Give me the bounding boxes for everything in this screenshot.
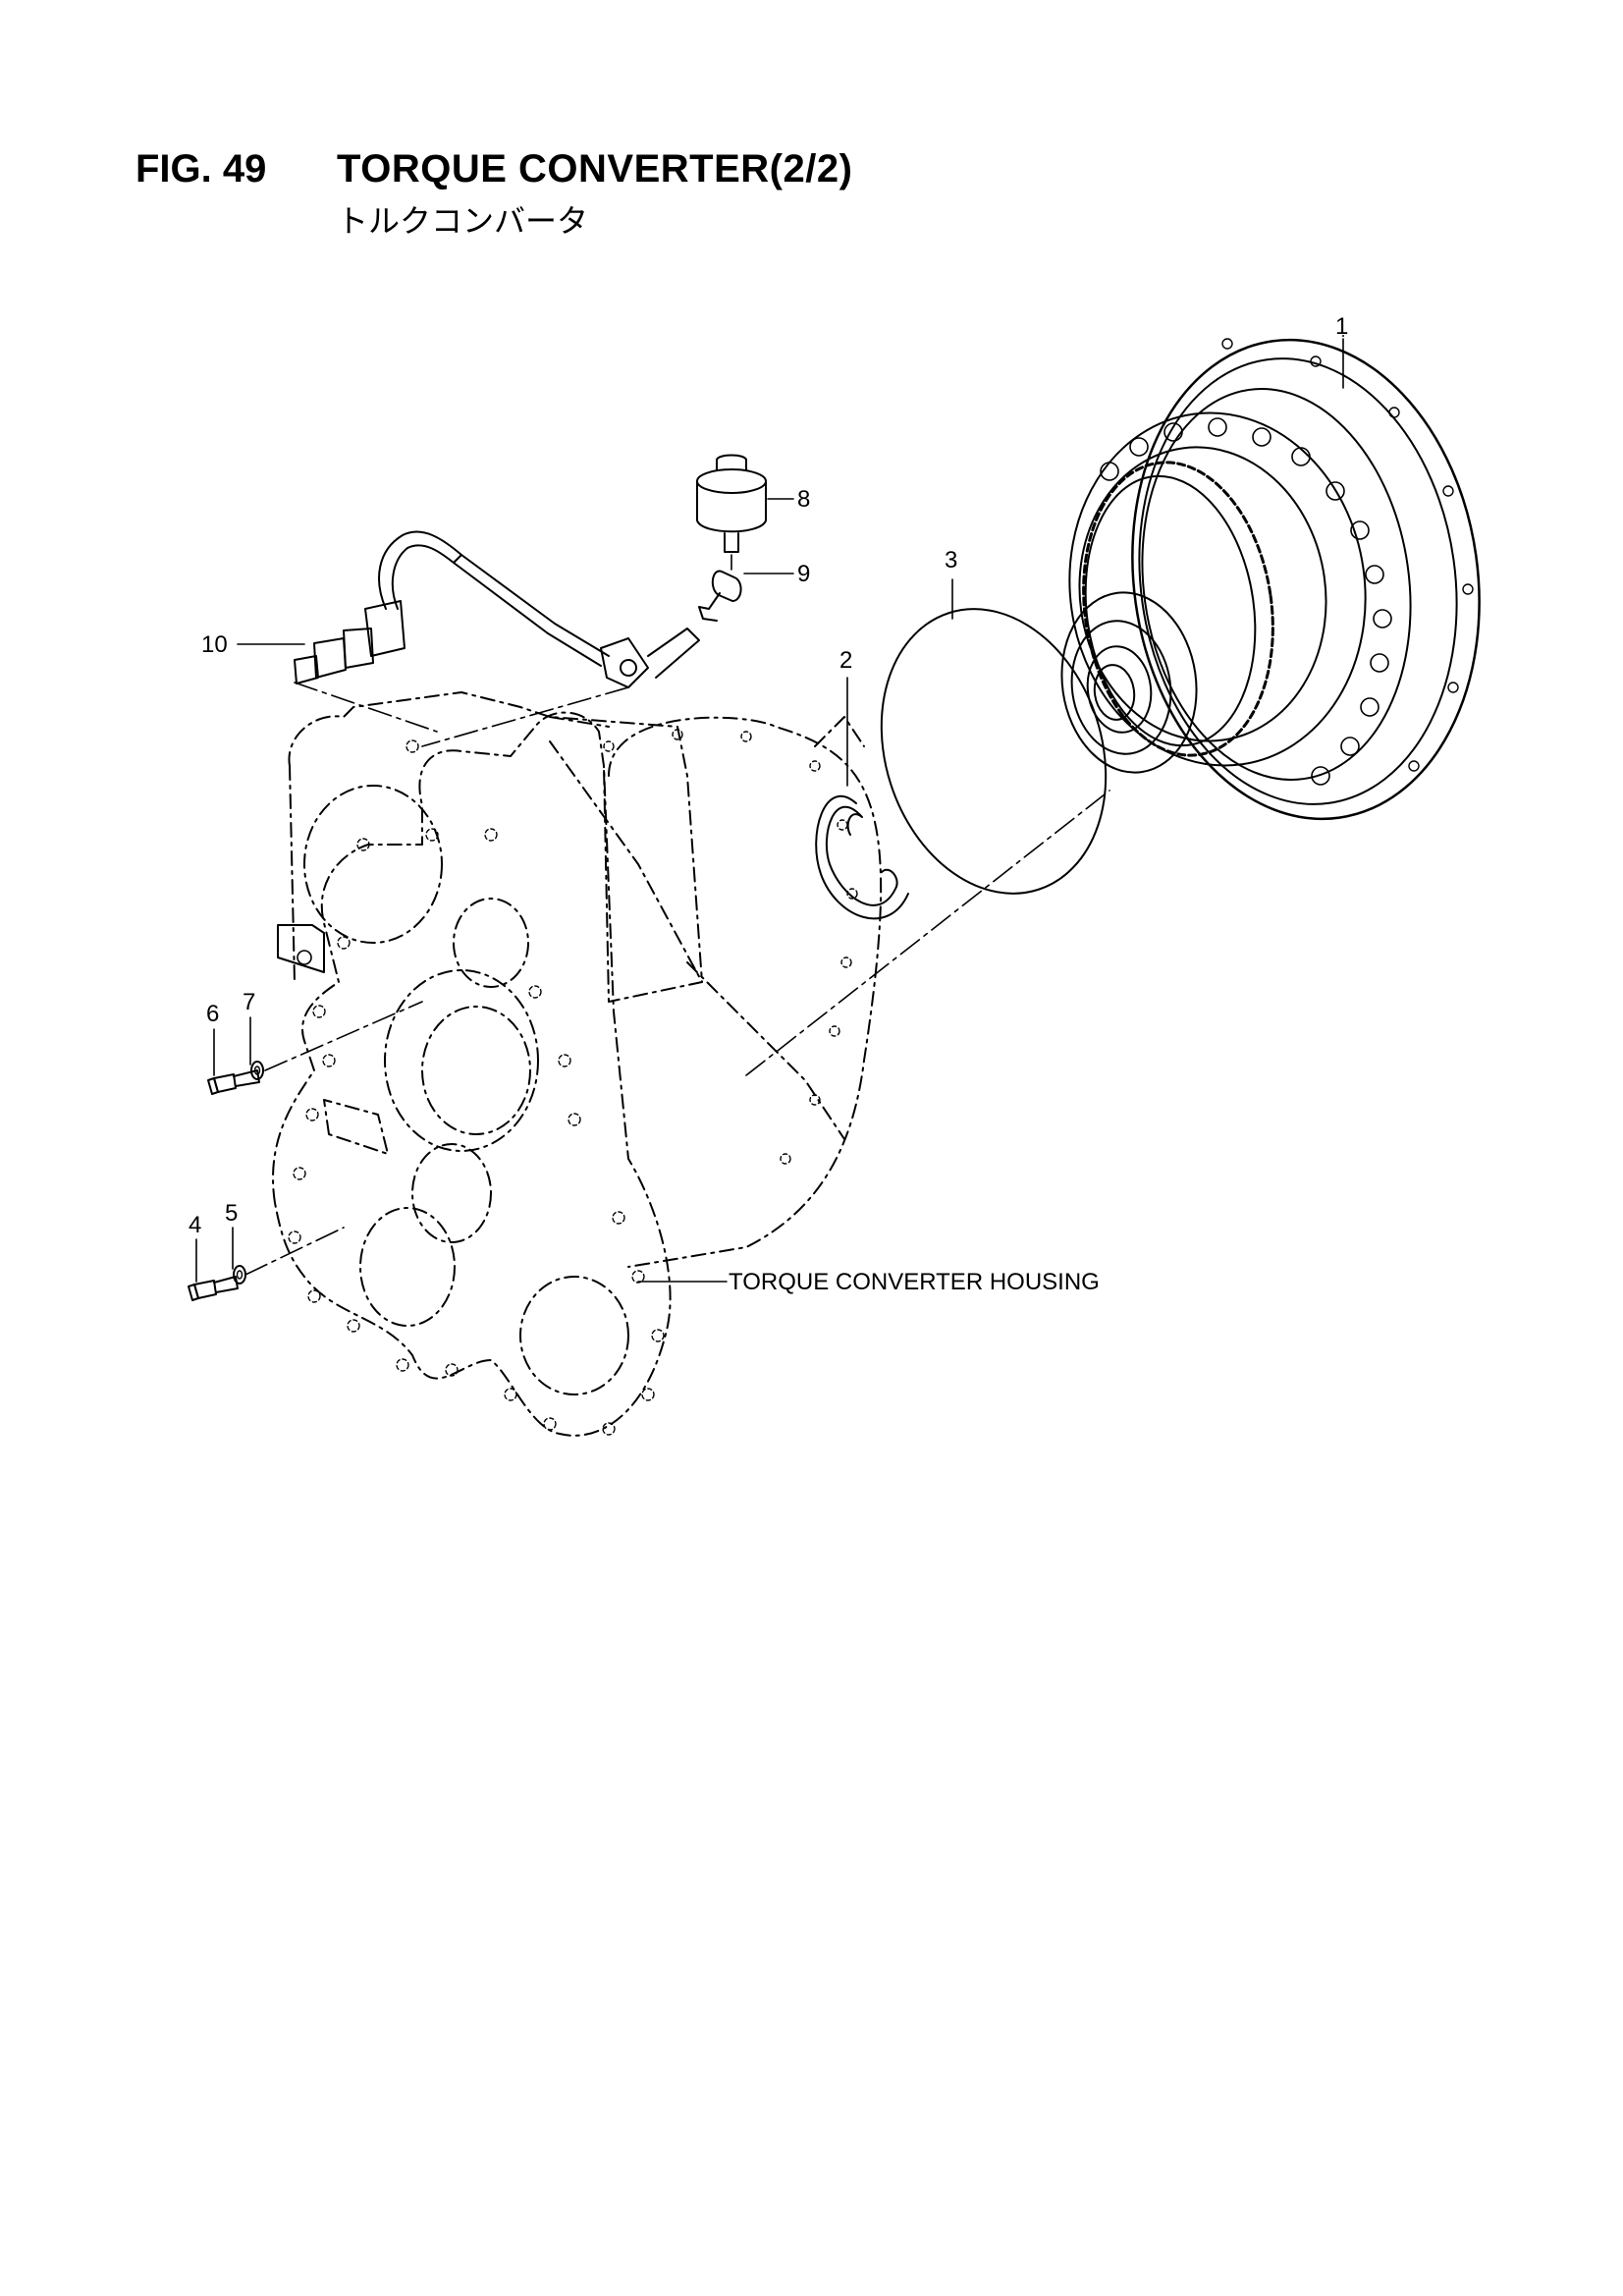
figure-title: TORQUE CONVERTER(2/2) <box>337 147 853 191</box>
housing-bolt-holes <box>288 739 665 1436</box>
callout-2: 2 <box>839 647 852 674</box>
mounting-bracket <box>277 924 325 973</box>
callout-1: 1 <box>1335 313 1348 340</box>
callout-8: 8 <box>797 486 810 513</box>
callout-10: 10 <box>201 631 228 658</box>
callout-leaders <box>195 338 1344 1283</box>
torque-converter-assembly <box>1060 335 1481 821</box>
callout-7: 7 <box>243 989 255 1015</box>
washer-7 <box>250 1061 264 1080</box>
o-ring <box>880 608 1108 895</box>
callout-9: 9 <box>797 561 810 587</box>
housing-label: TORQUE CONVERTER HOUSING <box>729 1269 1100 1295</box>
figure-number: FIG. 49 <box>135 147 267 191</box>
assembly-lines <box>244 554 1110 1276</box>
washer-5 <box>233 1265 246 1285</box>
sensor-assembly <box>294 454 767 688</box>
torque-converter-housing <box>272 691 883 1437</box>
callout-6: 6 <box>206 1001 219 1027</box>
callout-labels: 1 2 3 4 5 6 7 8 9 10 TORQUE CONVERTER HO… <box>189 313 1348 1295</box>
bolt-6 <box>207 1069 260 1095</box>
callout-4: 4 <box>189 1212 201 1238</box>
snap-ring <box>826 805 898 906</box>
callout-5: 5 <box>225 1200 238 1227</box>
callout-3: 3 <box>945 547 957 574</box>
figure-subtitle: トルクコンバータ <box>337 203 589 239</box>
